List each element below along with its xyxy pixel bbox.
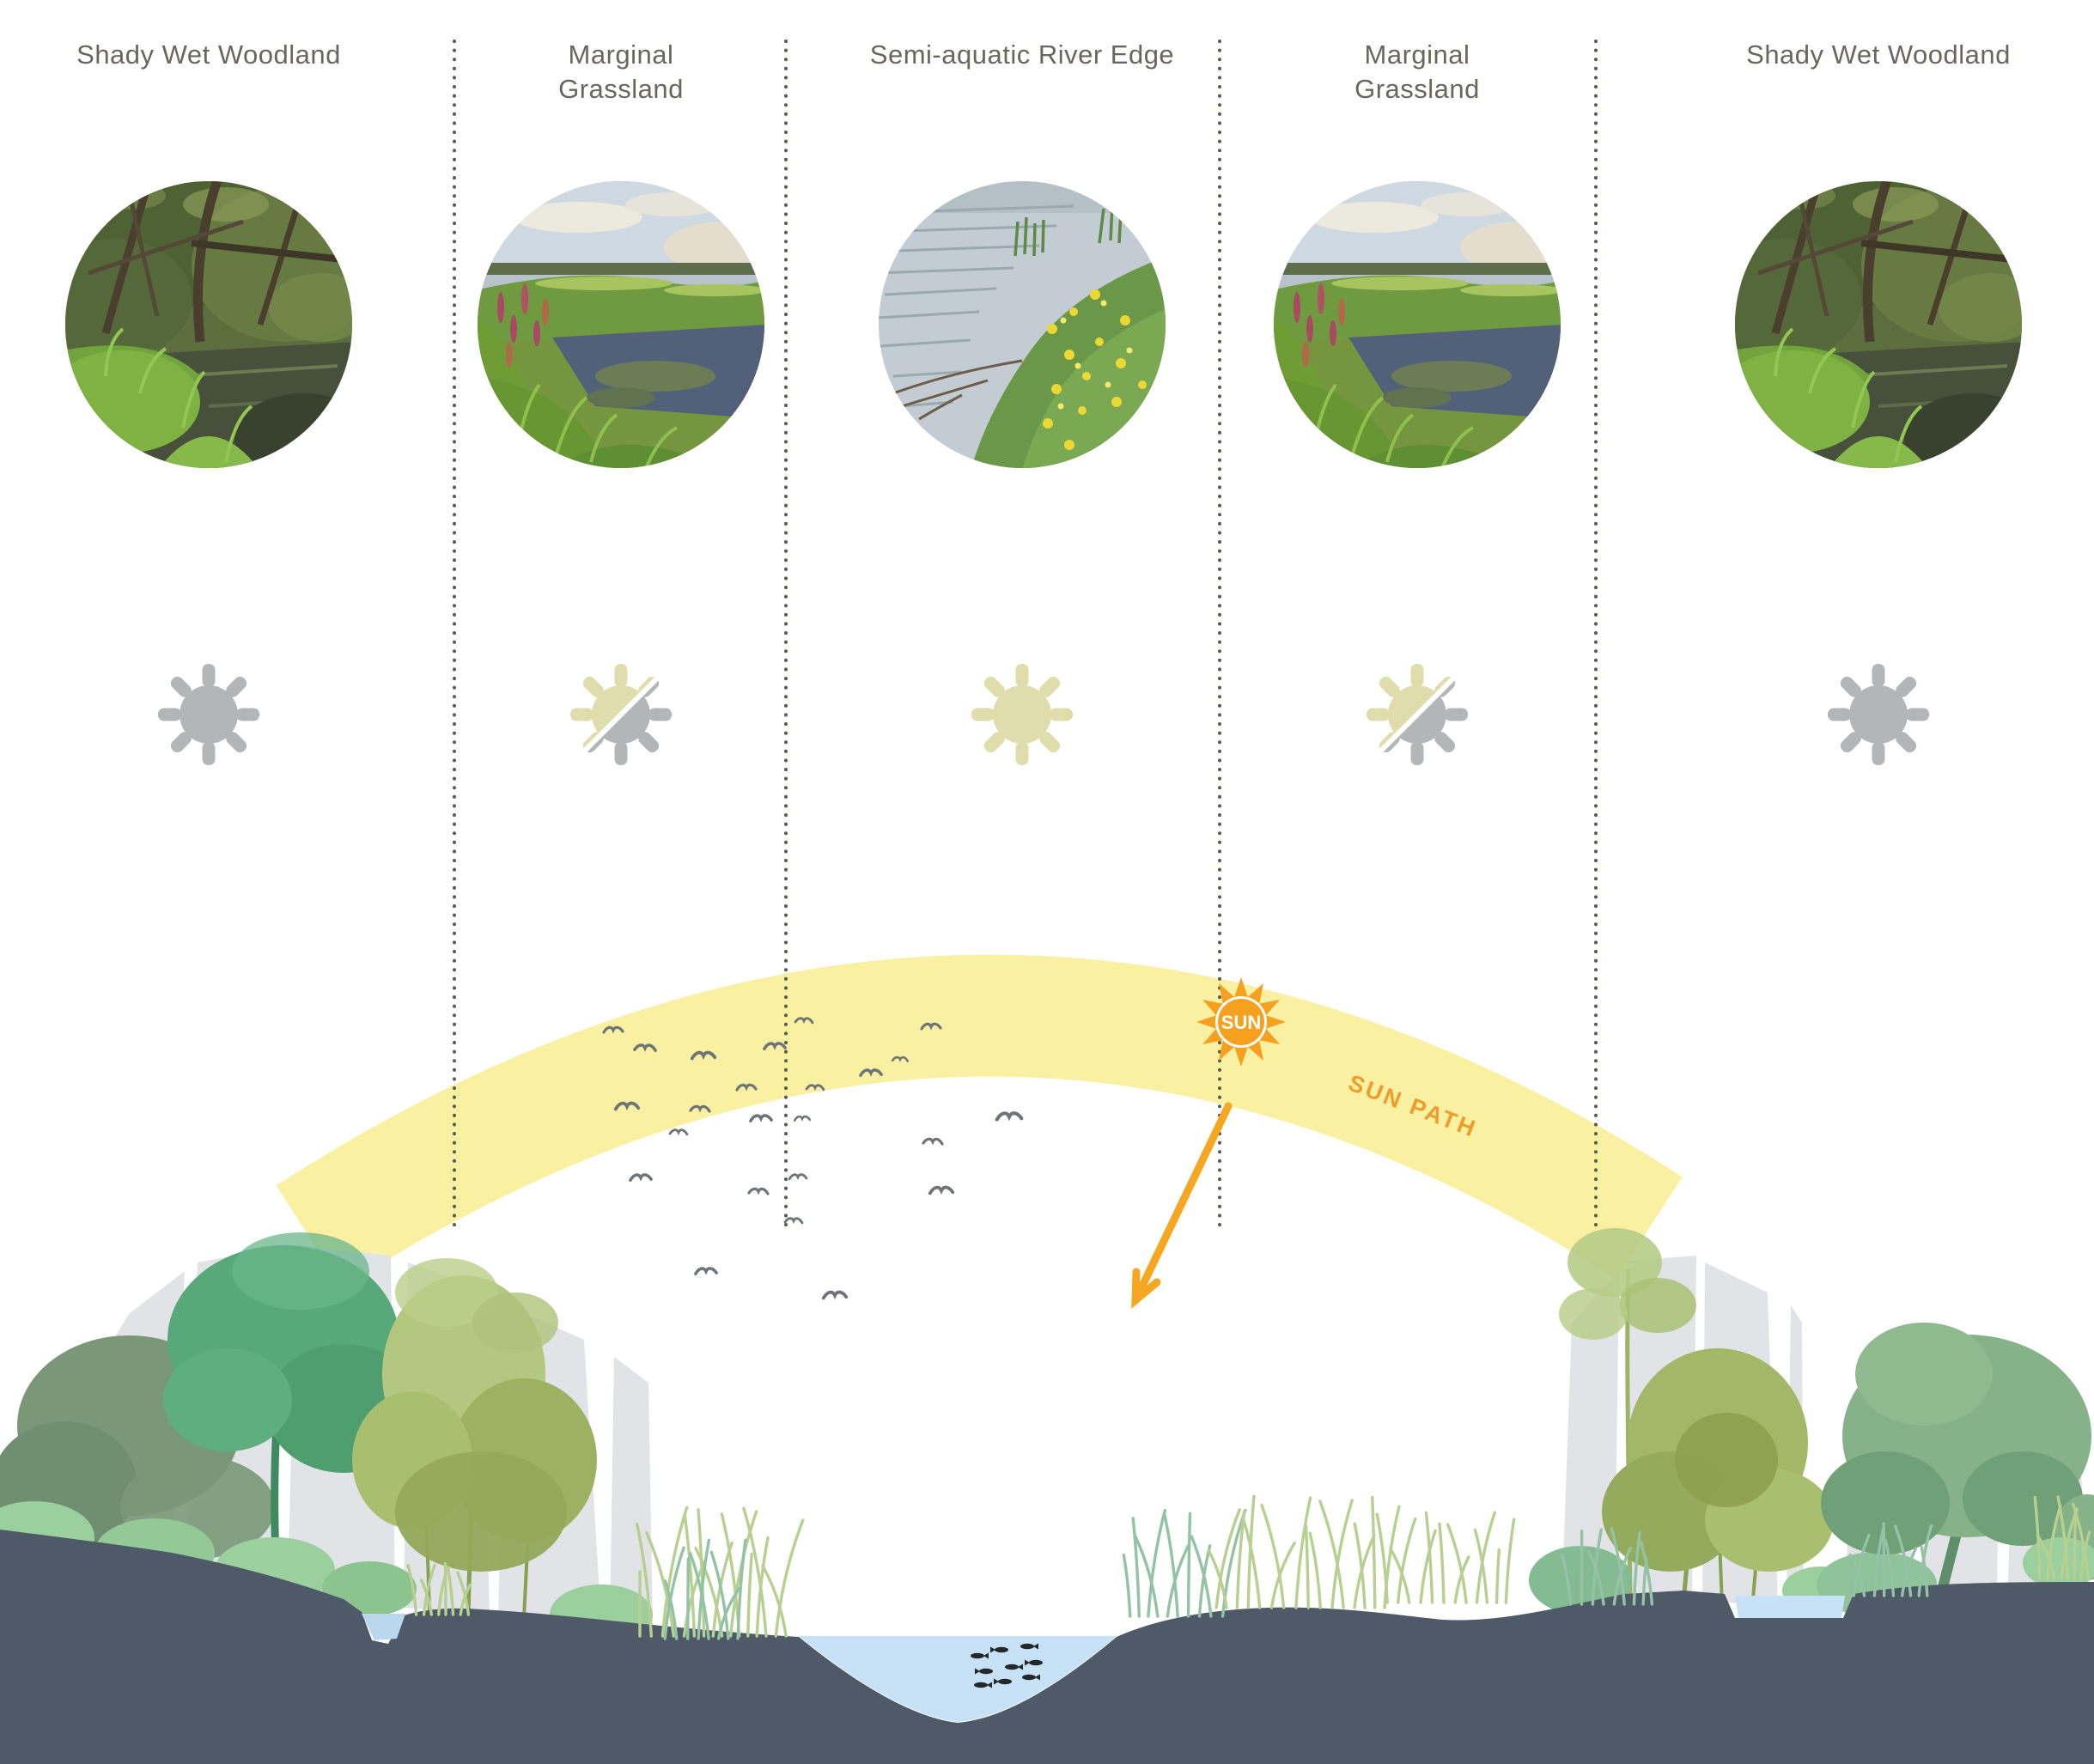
grass-clump <box>1207 1494 1401 1609</box>
tree-cluster-right <box>1529 1228 2094 1617</box>
river-water <box>799 1636 1117 1722</box>
pond-water <box>362 1614 405 1640</box>
marginal-grasses <box>406 1494 2091 1640</box>
habitat-photo-marginal-grassland-right <box>1271 179 1580 471</box>
sun-icon: SUN <box>1196 977 1286 1067</box>
bird-icon <box>668 1128 689 1136</box>
grass-clump <box>1122 1508 1247 1618</box>
habitat-photo-shady-wet-woodland-left <box>37 170 380 479</box>
sun-exposure-icons <box>158 662 1929 767</box>
habitat-photo-semi-aquatic-river-edge <box>876 179 1168 471</box>
bird-icon <box>922 1137 944 1146</box>
bird-icon <box>793 1115 812 1122</box>
sun-exposure-icon-partial-sun <box>569 662 673 767</box>
habitat-photo-marginal-grassland-left <box>475 179 784 471</box>
bird-icon <box>629 1173 653 1182</box>
grass-clump <box>1848 1522 1933 1597</box>
grass-clump <box>2033 1495 2091 1580</box>
bird-icon <box>788 1173 808 1181</box>
bird-icon <box>997 1113 1022 1119</box>
sun-exposure-icon-shade <box>158 664 259 765</box>
bird-icon <box>783 1217 804 1225</box>
bird-icon <box>747 1187 770 1195</box>
bird-icon <box>694 1267 718 1275</box>
grass-clump <box>1375 1511 1516 1604</box>
grass-clump <box>635 1505 805 1638</box>
grass-clump <box>663 1538 747 1640</box>
sun-exposure-icon-shade <box>1828 664 1929 765</box>
habitat-photos <box>37 170 2050 479</box>
grass-clump <box>1560 1526 1654 1606</box>
side-channel-water <box>1735 1596 1845 1618</box>
sun-exposure-icon-partial-sun <box>1365 662 1470 767</box>
habitat-photo-shady-wet-woodland-right <box>1707 170 2050 479</box>
grass-clump <box>406 1562 472 1616</box>
sun-icon-label: SUN <box>1221 1012 1261 1033</box>
sun-ray-arrow <box>1131 1102 1233 1309</box>
sun-exposure-icon-full-sun <box>971 664 1073 765</box>
bird-icon <box>749 1114 773 1122</box>
bird-icon <box>821 1290 849 1300</box>
sun-path-band <box>276 954 1683 1288</box>
bird-icon <box>928 1185 955 1195</box>
ground-profile <box>0 1530 2094 1764</box>
